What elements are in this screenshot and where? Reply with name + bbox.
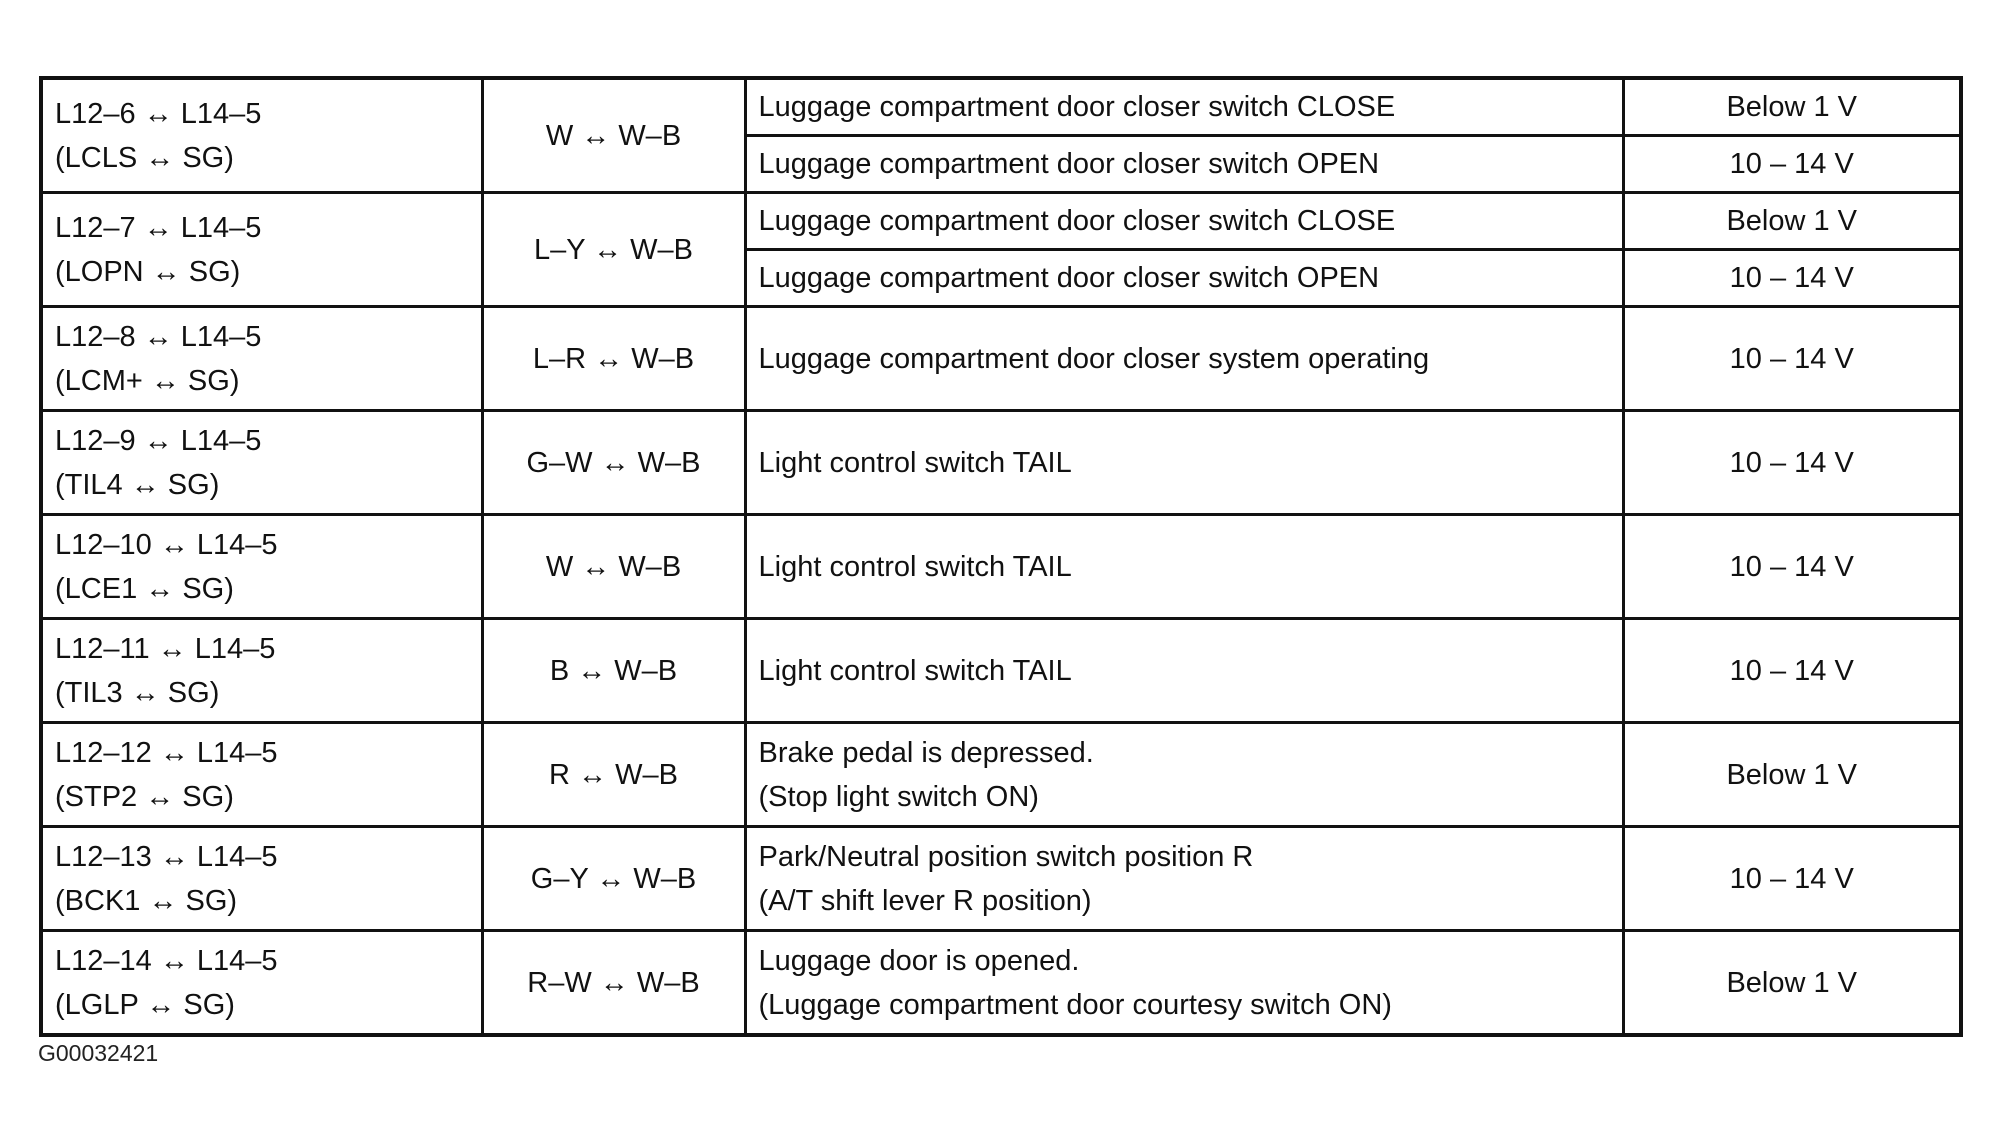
condition-line: Light control switch TAIL (758, 446, 1072, 479)
signal-label: (TIL4 ↔ SG) (55, 468, 220, 501)
table-row: L12–10 ↔ L14–5 (LCE1 ↔ SG) W ↔ W–B Light… (39, 513, 1963, 620)
condition-cell: Brake pedal is depressed. (Stop light sw… (743, 721, 1625, 828)
wiring-color-cell: G–Y ↔ W–B (480, 825, 747, 932)
terminal-label: L12–9 ↔ L14–5 (55, 424, 262, 457)
condition-cell: Light control switch TAIL (743, 513, 1625, 620)
terminal-cell: L12–10 ↔ L14–5 (LCE1 ↔ SG) (39, 513, 484, 620)
condition-line: (A/T shift lever R position) (758, 884, 1092, 917)
specified-condition-cell: 10 – 14 V (1621, 409, 1963, 516)
wiring-color-cell: L–R ↔ W–B (480, 305, 747, 412)
condition-cell: Luggage compartment door closer switch O… (743, 248, 1625, 308)
signal-label: (STP2 ↔ SG) (55, 780, 234, 813)
signal-label: (BCK1 ↔ SG) (55, 884, 238, 917)
specified-condition-cell: 10 – 14 V (1621, 248, 1963, 308)
specified-condition-cell: Below 1 V (1621, 76, 1963, 137)
specified-condition-cell: 10 – 14 V (1621, 305, 1963, 412)
specified-condition-cell: 10 – 14 V (1621, 513, 1963, 620)
condition-line: Park/Neutral position switch position R (758, 840, 1254, 873)
terminal-voltage-table: L12–6 ↔ L14–5 (LCLS ↔ SG) W ↔ W–B Luggag… (39, 76, 1963, 1037)
terminal-cell: L12–14 ↔ L14–5 (LGLP ↔ SG) (39, 929, 484, 1037)
signal-label: (LCM+ ↔ SG) (55, 364, 240, 397)
terminal-cell: L12–6 ↔ L14–5 (LCLS ↔ SG) (39, 76, 484, 194)
wiring-color-cell: R ↔ W–B (480, 721, 747, 828)
terminal-label: L12–7 ↔ L14–5 (55, 211, 262, 244)
condition-line: Light control switch TAIL (758, 654, 1072, 687)
terminal-label: L12–8 ↔ L14–5 (55, 320, 262, 353)
specified-condition-cell: 10 – 14 V (1621, 134, 1963, 194)
terminal-cell: L12–7 ↔ L14–5 (LOPN ↔ SG) (39, 191, 484, 308)
signal-label: (LGLP ↔ SG) (55, 988, 235, 1021)
table-row: L12–11 ↔ L14–5 (TIL3 ↔ SG) B ↔ W–B Light… (39, 617, 1963, 724)
signal-label: (LCLS ↔ SG) (55, 141, 234, 174)
specified-condition-cell: 10 – 14 V (1621, 825, 1963, 932)
terminal-label: L12–10 ↔ L14–5 (55, 528, 278, 561)
condition-cell: Light control switch TAIL (743, 409, 1625, 516)
table-row: Luggage compartment door closer switch O… (41, 248, 1963, 308)
signal-label: (TIL3 ↔ SG) (55, 676, 220, 709)
terminal-label: L12–11 ↔ L14–5 (55, 632, 276, 665)
signal-label: (LOPN ↔ SG) (55, 255, 241, 288)
condition-cell: Luggage compartment door closer switch C… (743, 191, 1625, 251)
table-row: L12–14 ↔ L14–5 (LGLP ↔ SG) R–W ↔ W–B Lug… (39, 929, 1963, 1037)
table-row: L12–6 ↔ L14–5 (LCLS ↔ SG) W ↔ W–B Luggag… (39, 76, 1963, 194)
specified-condition-cell: Below 1 V (1621, 191, 1963, 251)
condition-line: Luggage door is opened. (758, 944, 1080, 977)
wiring-color-cell: L–Y ↔ W–B (480, 191, 747, 308)
wiring-color-cell: G–W ↔ W–B (480, 409, 747, 516)
table-row: L12–13 ↔ L14–5 (BCK1 ↔ SG) G–Y ↔ W–B Par… (39, 825, 1963, 932)
table-row: L12–7 ↔ L14–5 (LOPN ↔ SG) L–Y ↔ W–B Lugg… (39, 191, 1963, 308)
terminal-label: L12–13 ↔ L14–5 (55, 840, 278, 873)
terminal-cell: L12–12 ↔ L14–5 (STP2 ↔ SG) (39, 721, 484, 828)
terminal-label: L12–12 ↔ L14–5 (55, 736, 278, 769)
terminal-cell: L12–8 ↔ L14–5 (LCM+ ↔ SG) (39, 305, 484, 412)
condition-cell: Light control switch TAIL (743, 617, 1625, 724)
condition-cell: Luggage door is opened. (Luggage compart… (743, 929, 1625, 1037)
condition-cell: Luggage compartment door closer switch O… (743, 134, 1625, 194)
specified-condition-cell: 10 – 14 V (1621, 617, 1963, 724)
signal-label: (LCE1 ↔ SG) (55, 572, 234, 605)
terminal-label: L12–14 ↔ L14–5 (55, 944, 278, 977)
condition-line: (Luggage compartment door courtesy switc… (758, 988, 1392, 1021)
wiring-color-cell: B ↔ W–B (480, 617, 747, 724)
terminal-label: L12–6 ↔ L14–5 (55, 97, 262, 130)
terminal-spec-sheet: L12–6 ↔ L14–5 (LCLS ↔ SG) W ↔ W–B Luggag… (39, 76, 1963, 1037)
table-row: L12–8 ↔ L14–5 (LCM+ ↔ SG) L–R ↔ W–B Lugg… (39, 305, 1963, 412)
terminal-cell: L12–11 ↔ L14–5 (TIL3 ↔ SG) (39, 617, 484, 724)
table-row: L12–9 ↔ L14–5 (TIL4 ↔ SG) G–W ↔ W–B Ligh… (39, 409, 1963, 516)
specified-condition-cell: Below 1 V (1621, 721, 1963, 828)
table-row: Luggage compartment door closer switch O… (41, 134, 1963, 194)
condition-line: Luggage compartment door closer system o… (758, 342, 1430, 375)
condition-line: (Stop light switch ON) (758, 780, 1039, 813)
terminal-cell: L12–13 ↔ L14–5 (BCK1 ↔ SG) (39, 825, 484, 932)
wiring-color-cell: W ↔ W–B (480, 76, 747, 194)
figure-code: G00032421 (38, 1040, 159, 1066)
condition-line: Brake pedal is depressed. (758, 736, 1094, 769)
table-row: L12–12 ↔ L14–5 (STP2 ↔ SG) R ↔ W–B Brake… (39, 721, 1963, 828)
condition-cell: Luggage compartment door closer system o… (743, 305, 1625, 412)
condition-cell: Park/Neutral position switch position R … (743, 825, 1625, 932)
specified-condition-cell: Below 1 V (1621, 929, 1963, 1037)
terminal-cell: L12–9 ↔ L14–5 (TIL4 ↔ SG) (39, 409, 484, 516)
wiring-color-cell: W ↔ W–B (480, 513, 747, 620)
condition-line: Light control switch TAIL (758, 550, 1072, 583)
condition-cell: Luggage compartment door closer switch C… (743, 76, 1625, 137)
wiring-color-cell: R–W ↔ W–B (480, 929, 747, 1037)
